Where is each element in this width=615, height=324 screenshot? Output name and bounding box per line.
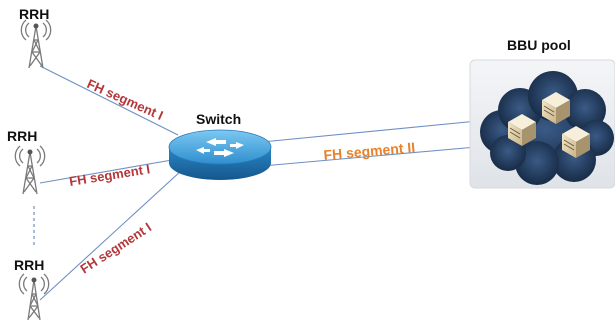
rrh-middle: RRH: [7, 128, 46, 195]
segment-label-top: FH segment I: [85, 76, 166, 123]
link-rrh-top-switch: [39, 65, 179, 136]
antenna-tower-icon: [20, 19, 52, 69]
rrh-middle-label: RRH: [7, 128, 37, 144]
switch-icon: [168, 129, 272, 180]
server-box: [542, 92, 570, 124]
segment-label-backhaul: FH segment II: [323, 139, 416, 163]
links: [39, 65, 489, 301]
segment-label-bottom: FH segment I: [77, 219, 154, 276]
server-box: [562, 126, 590, 158]
link-switch-bbu-lower: [261, 145, 489, 167]
cloud-servers-icon: [469, 59, 615, 189]
rrh-bottom-label: RRH: [14, 257, 44, 273]
server-box: [508, 114, 536, 146]
switch: Switch: [168, 111, 272, 180]
antenna-tower-icon: [14, 145, 46, 195]
antenna-tower-icon: [18, 273, 50, 321]
bbu-pool-label: BBU pool: [507, 37, 571, 53]
rrh-top: RRH: [19, 6, 52, 69]
segment-label-middle: FH segment I: [68, 161, 151, 189]
bbu-pool: BBU pool: [469, 37, 615, 189]
switch-label: Switch: [196, 111, 241, 127]
link-rrh-middle-switch: [39, 159, 173, 184]
rrh-bottom: RRH: [14, 257, 50, 321]
link-rrh-bottom-switch: [39, 169, 183, 301]
rrh-top-label: RRH: [19, 6, 49, 22]
link-switch-bbu-upper: [261, 119, 489, 143]
